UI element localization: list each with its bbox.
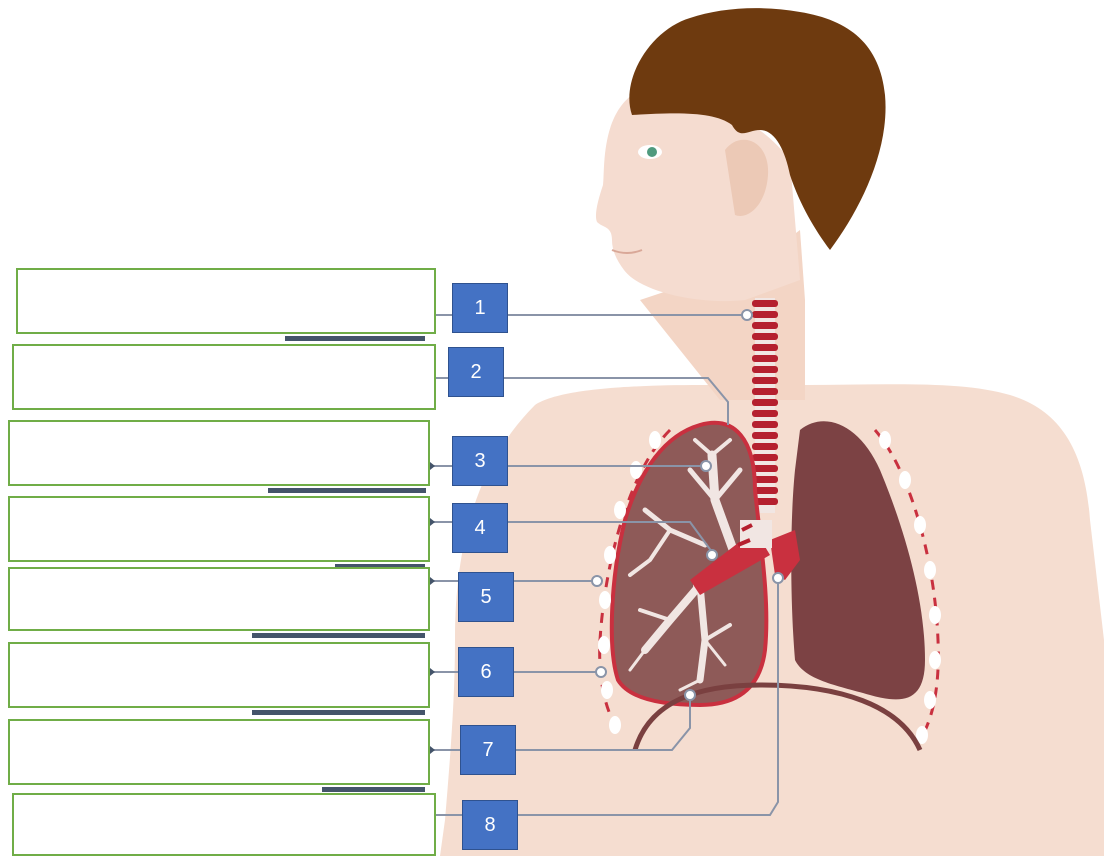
number-tag-label: 1 — [474, 297, 485, 320]
number-tag-7: 7 — [460, 725, 516, 775]
answer-input-3[interactable] — [10, 422, 428, 484]
answer-input-8[interactable] — [14, 795, 434, 854]
underline-bar — [252, 710, 425, 715]
number-tag-8: 8 — [462, 800, 518, 850]
arrow-nub — [430, 462, 435, 470]
answer-box-8 — [12, 793, 436, 856]
number-tag-5: 5 — [458, 572, 514, 622]
arrow-nub — [430, 577, 435, 585]
number-tag-label: 7 — [482, 739, 493, 762]
number-tag-label: 6 — [480, 661, 491, 684]
answer-box-6 — [8, 642, 430, 708]
answer-box-2 — [12, 344, 436, 410]
number-tag-6: 6 — [458, 647, 514, 697]
number-tag-label: 3 — [474, 450, 485, 473]
answer-box-5 — [8, 567, 430, 631]
underline-bar — [322, 787, 425, 792]
number-tag-label: 4 — [474, 517, 485, 540]
answer-input-1[interactable] — [18, 270, 434, 332]
answer-input-4[interactable] — [10, 498, 428, 560]
number-tag-label: 5 — [480, 586, 491, 609]
underline-bar — [252, 633, 425, 638]
number-tag-label: 8 — [484, 814, 495, 837]
arrow-nub — [430, 746, 435, 754]
answer-box-7 — [8, 719, 430, 785]
answer-input-7[interactable] — [10, 721, 428, 783]
underline-bar — [268, 488, 426, 493]
answer-box-4 — [8, 496, 430, 562]
number-tag-3: 3 — [452, 436, 508, 486]
number-tag-2: 2 — [448, 347, 504, 397]
arrow-nub — [430, 668, 435, 676]
number-tag-4: 4 — [452, 503, 508, 553]
number-tag-1: 1 — [452, 283, 508, 333]
answer-input-2[interactable] — [14, 346, 434, 408]
number-tag-label: 2 — [470, 361, 481, 384]
answer-input-6[interactable] — [10, 644, 428, 706]
answer-box-1 — [16, 268, 436, 334]
iris — [647, 147, 657, 157]
arrow-nub — [430, 518, 435, 526]
answer-input-5[interactable] — [10, 569, 428, 629]
answer-box-3 — [8, 420, 430, 486]
underline-bar — [285, 336, 425, 341]
